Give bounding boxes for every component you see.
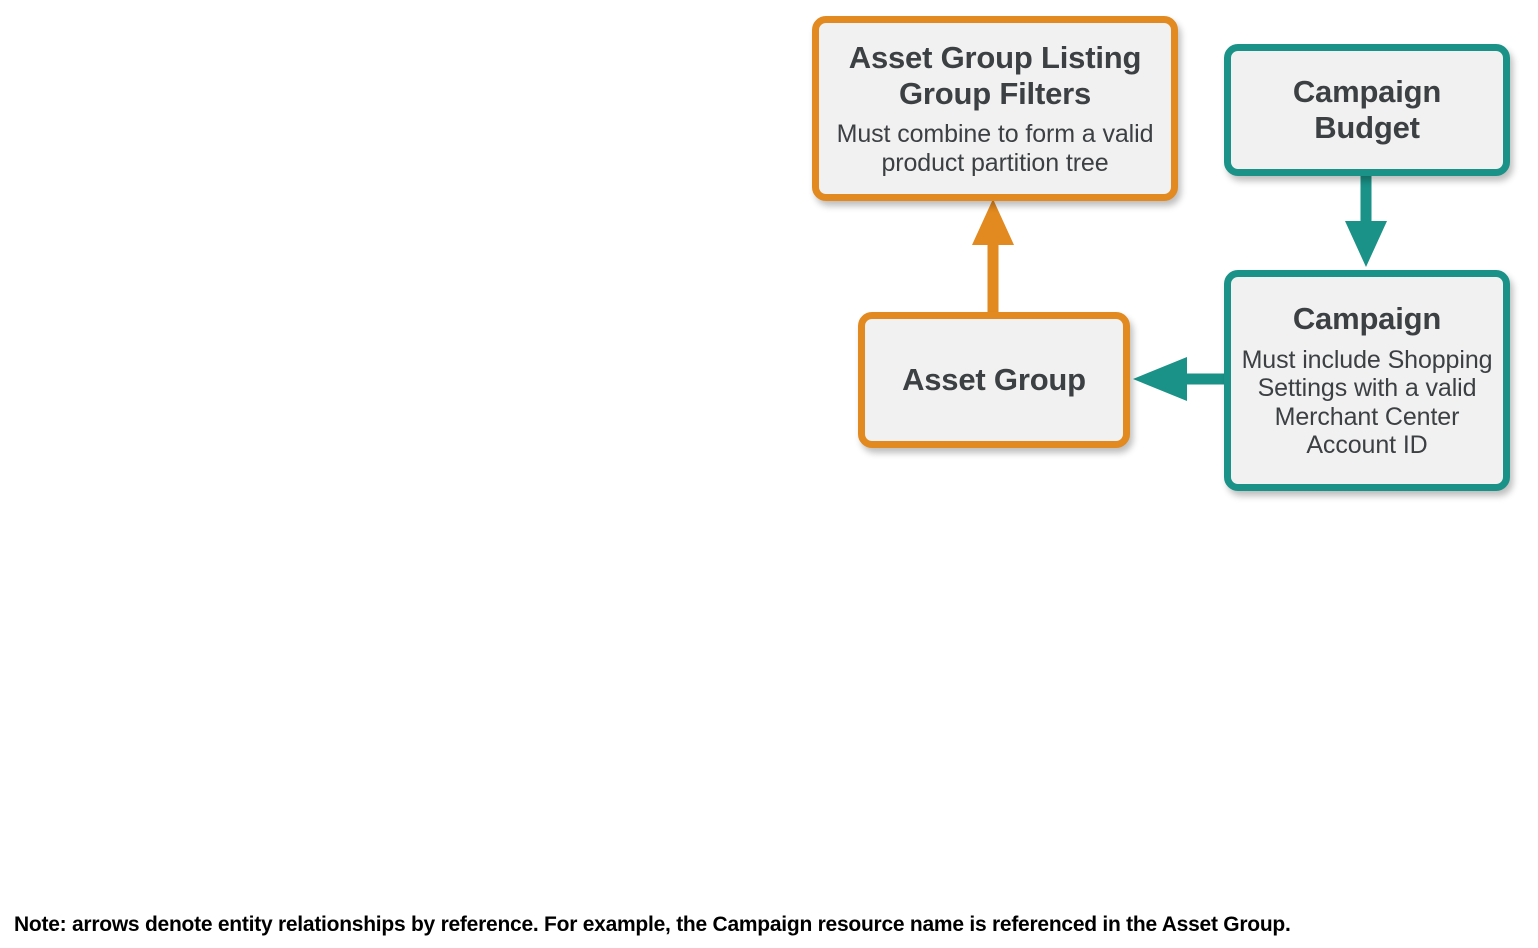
node-asset-group-listing-group-filters[interactable]: Asset Group Listing Group Filters Must c… <box>812 16 1178 201</box>
node-subtitle: Must combine to form a valid product par… <box>836 120 1154 177</box>
node-campaign-budget[interactable]: Campaign Budget <box>1224 44 1510 176</box>
node-title: Asset Group Listing Group Filters <box>848 39 1142 111</box>
node-title: Campaign <box>1292 301 1442 337</box>
node-asset-group[interactable]: Asset Group <box>858 312 1130 448</box>
edge-campaign-to-asset-group-arrow <box>1133 357 1228 401</box>
node-title: Asset Group <box>902 362 1086 398</box>
edge-budget-to-campaign-arrow <box>1345 172 1387 267</box>
edge-asset-group-to-filters-arrow <box>972 199 1014 316</box>
node-title: Campaign Budget <box>1292 74 1442 145</box>
diagram-note: Note: arrows denote entity relationships… <box>14 913 1291 936</box>
node-subtitle: Must include Shopping Settings with a va… <box>1241 345 1493 460</box>
node-campaign[interactable]: Campaign Must include Shopping Settings … <box>1224 270 1510 491</box>
